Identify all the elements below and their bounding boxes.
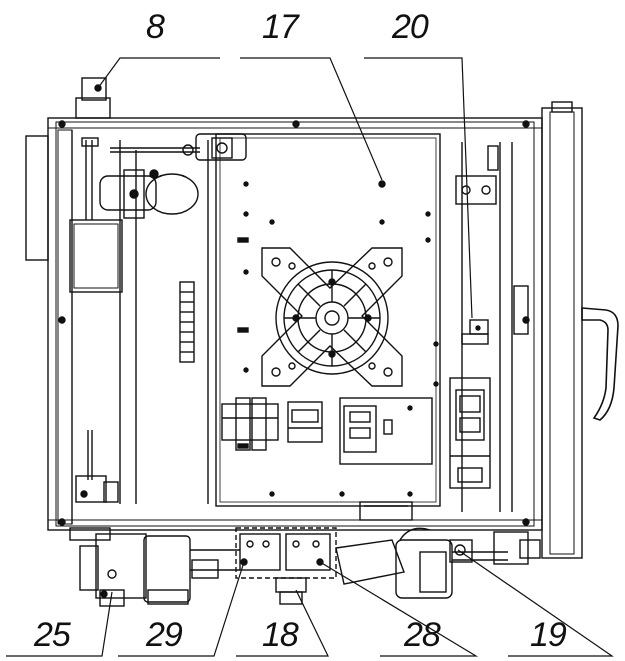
leader-25	[6, 591, 113, 657]
callout-18: 18	[262, 616, 299, 654]
mounting-plate	[195, 133, 441, 507]
left-compartment	[69, 130, 209, 524]
door-handle	[581, 307, 619, 421]
callout-19: 19	[530, 616, 567, 654]
frequency-drive	[449, 377, 491, 489]
fan-bracket	[261, 247, 403, 387]
leader-19	[457, 549, 614, 657]
callout-8: 8	[146, 8, 165, 46]
callout-29: 29	[145, 616, 183, 654]
door-strip	[541, 101, 583, 559]
left-side-panel	[25, 129, 73, 525]
plate-bottom-details	[359, 501, 413, 521]
bottom-assembly	[69, 527, 541, 607]
contactor-block	[221, 397, 323, 451]
leader-18	[236, 589, 329, 657]
leader-lines	[6, 57, 614, 657]
top-fitting	[75, 77, 111, 119]
controller-module	[339, 397, 433, 465]
callout-20: 20	[391, 8, 429, 46]
fan-wheel	[275, 261, 389, 375]
leader-17	[240, 57, 383, 181]
cabinet-frame	[47, 117, 543, 531]
callout-28: 28	[403, 616, 441, 654]
leader-8	[97, 57, 220, 89]
right-channel	[455, 142, 529, 512]
leader-29	[118, 561, 245, 657]
callout-25: 25	[33, 616, 71, 654]
leader-28	[319, 561, 479, 657]
leader-20	[364, 57, 473, 319]
callout-17: 17	[262, 8, 300, 46]
